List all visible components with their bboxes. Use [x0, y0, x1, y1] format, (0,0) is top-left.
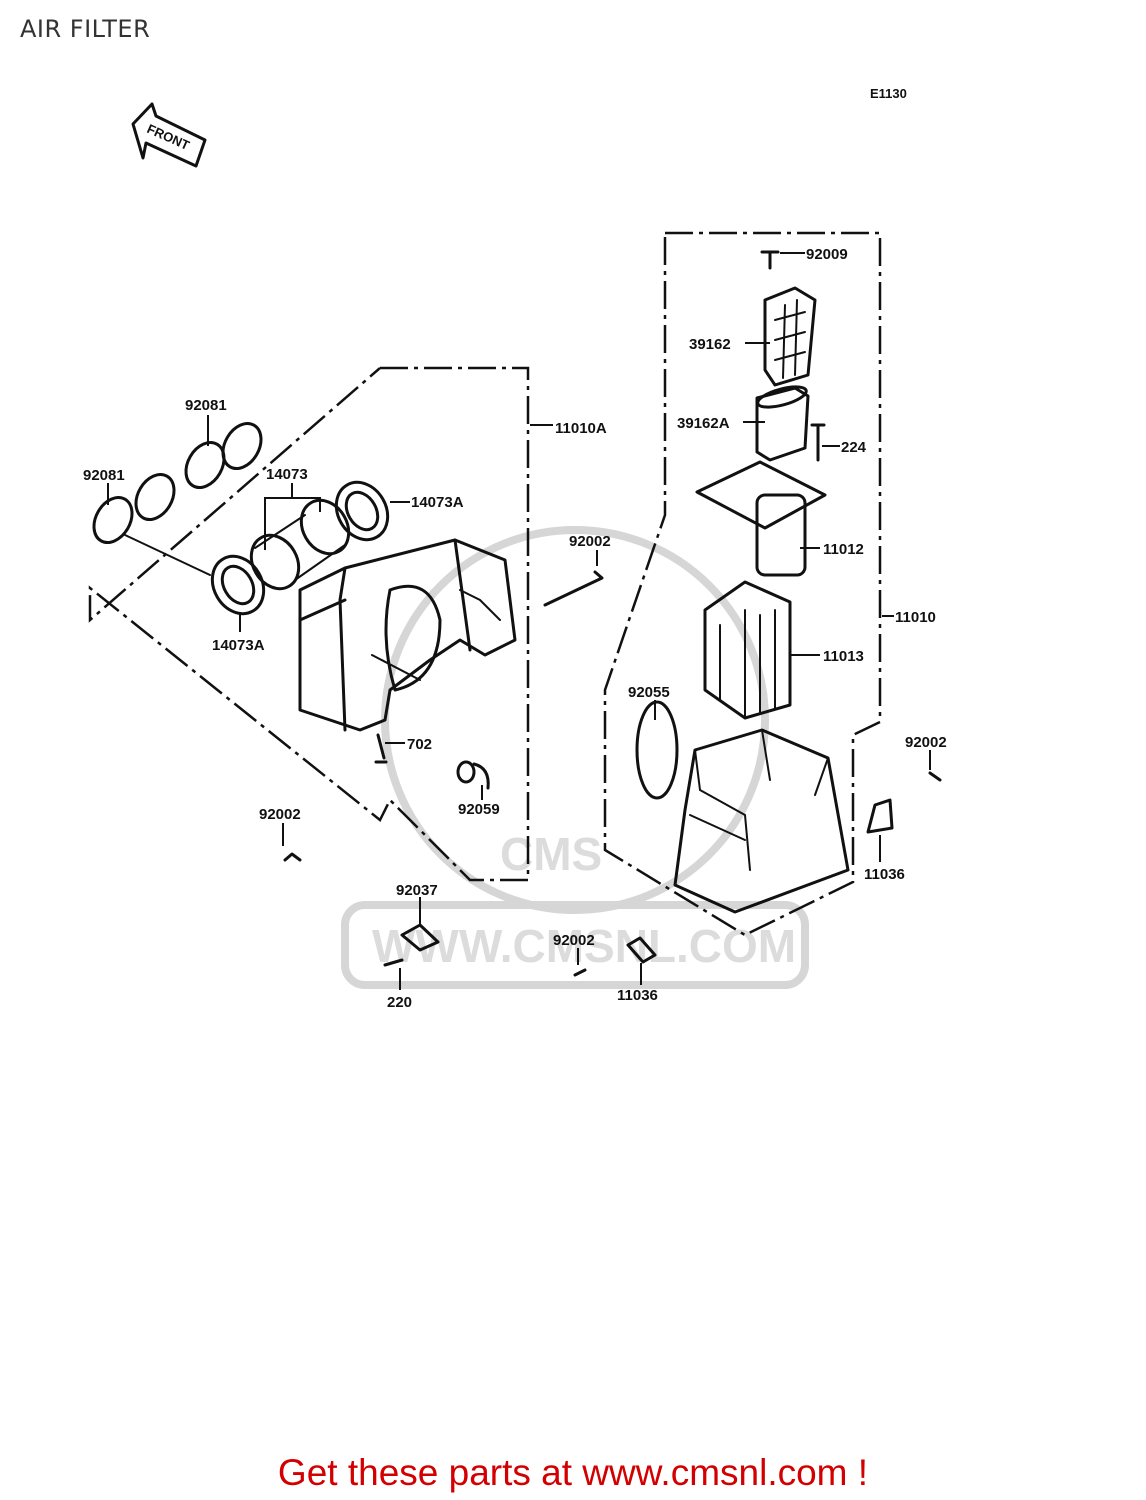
- page-title: AIR FILTER: [20, 15, 151, 43]
- bolt-92002-right-icon: [928, 771, 942, 782]
- part-label-220: 220: [387, 994, 412, 1011]
- screw-92009-icon: [760, 250, 780, 270]
- watermark-banner: [341, 901, 809, 989]
- part-label-39162: 39162: [689, 336, 731, 353]
- part-label-14073A-lower: 14073A: [212, 637, 265, 654]
- bracket-92037-icon: [400, 923, 440, 952]
- clamp-11036-right-icon: [866, 798, 894, 834]
- part-label-11010: 11010: [895, 609, 936, 626]
- filter-plate-11012: [695, 460, 827, 577]
- part-label-92059: 92059: [458, 801, 500, 818]
- part-label-92002-left: 92002: [259, 806, 301, 823]
- part-label-92002-bottom: 92002: [553, 932, 595, 949]
- diagram-code: E1130: [870, 86, 907, 101]
- intake-duct-14073A-upper: [334, 480, 390, 542]
- assembly-frame-11010: [603, 231, 882, 937]
- clamp-11036-bottom-icon: [626, 936, 657, 964]
- part-label-14073: 14073: [266, 466, 308, 483]
- clip-702-icon: [374, 733, 388, 764]
- part-label-92081-upper: 92081: [185, 397, 227, 414]
- filter-cover-39162: [763, 286, 817, 387]
- intake-duct-14073A-lower: [210, 554, 266, 616]
- watermark: CMS WWW.CMSNL.COM: [341, 526, 809, 989]
- filter-sleeve-39162A: [755, 385, 810, 462]
- elbow-92059-icon: [456, 760, 490, 790]
- bolt-92002-bottom-icon: [573, 968, 587, 977]
- watermark-logo-text: CMS: [500, 828, 602, 880]
- assembly-frame-11010A: [88, 366, 530, 882]
- part-label-11012: 11012: [823, 541, 864, 558]
- front-arrow-label: FRONT: [145, 121, 192, 153]
- intake-duct-14073: [249, 498, 351, 591]
- bolt-92002-left-icon: [283, 852, 302, 862]
- filter-case: [673, 728, 850, 914]
- front-arrow-icon: FRONT: [131, 102, 207, 168]
- watermark-site-text: WWW.CMSNL.COM: [372, 920, 796, 972]
- part-label-14073A-upper: 14073A: [411, 494, 464, 511]
- part-label-92002-upper: 92002: [569, 533, 611, 550]
- part-label-11036-right: 11036: [864, 866, 905, 883]
- part-label-224: 224: [841, 439, 867, 456]
- part-label-702: 702: [407, 736, 432, 753]
- part-label-11013: 11013: [823, 648, 864, 665]
- part-label-92081-lower: 92081: [83, 467, 125, 484]
- bolt-224-icon: [810, 423, 826, 462]
- ring-92081-set: [92, 422, 263, 544]
- footer-link[interactable]: Get these parts at www.cmsnl.com !: [277, 1452, 869, 1493]
- part-label-92002-right: 92002: [905, 734, 947, 751]
- gasket-92055: [635, 700, 679, 800]
- part-label-11036-bottom: 11036: [617, 987, 658, 1004]
- leader-lines: [107, 252, 931, 990]
- bolt-92002-upper-icon: [543, 570, 604, 607]
- part-label-39162A: 39162A: [677, 415, 730, 432]
- part-label-11010A: 11010A: [555, 420, 607, 437]
- ring-axis-line: [124, 534, 211, 576]
- part-label-92009: 92009: [806, 246, 848, 263]
- air-box-housing: [298, 538, 517, 732]
- part-label-92037: 92037: [396, 882, 438, 899]
- part-labels: 92009 39162 39162A 224 11010A 92081 9208…: [83, 246, 947, 1011]
- part-label-92055: 92055: [628, 684, 670, 701]
- bolt-220-icon: [383, 958, 404, 967]
- filter-element-11013: [703, 580, 792, 720]
